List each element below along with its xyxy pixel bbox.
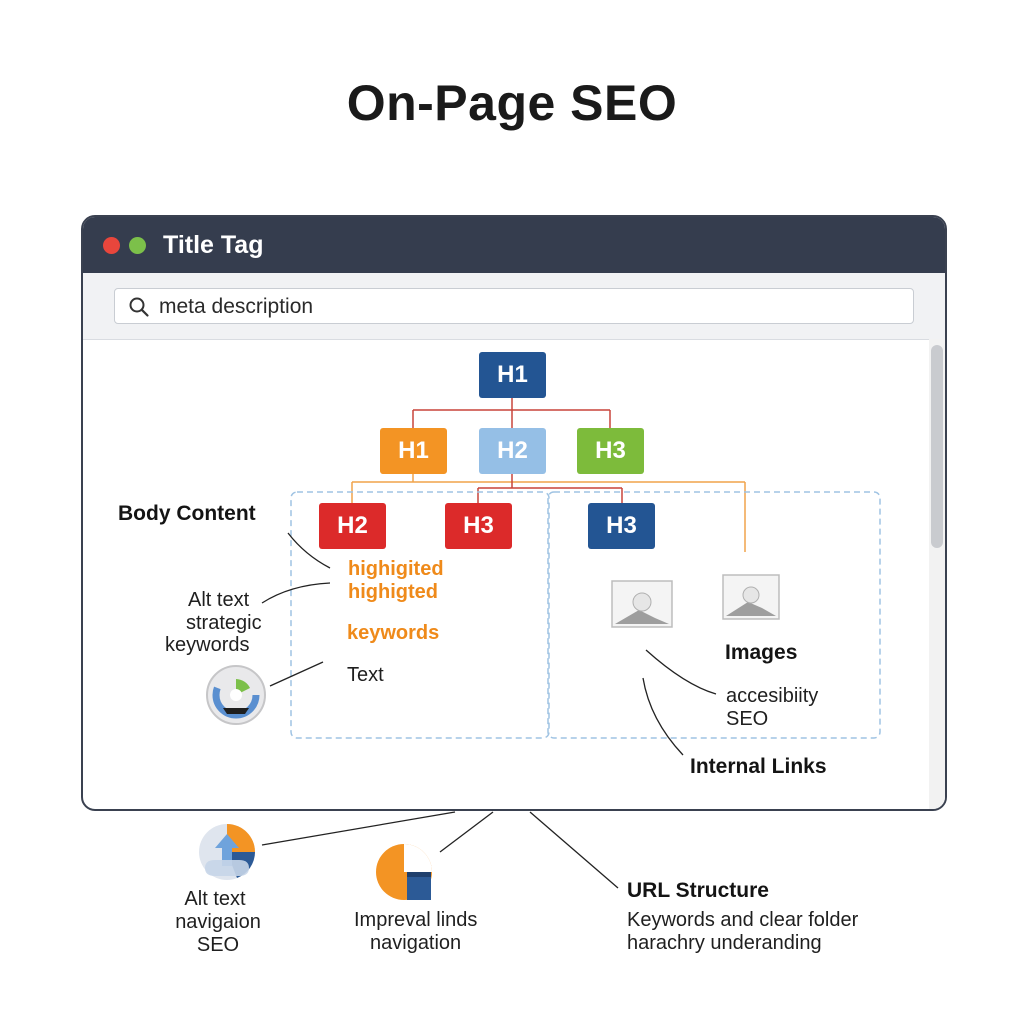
alt-text-label: Alt text — [188, 589, 250, 611]
url-description-line1: Keywords and clear folder — [627, 909, 859, 931]
body-content-box — [290, 491, 550, 739]
heading-level2-h3: H3 — [577, 428, 644, 474]
scrollbar-thumb[interactable] — [931, 345, 943, 548]
strategic-label: strategic — [186, 612, 262, 634]
accessibility-label: accesibiity — [726, 685, 819, 707]
heading-level3-h3-red: H3 — [445, 503, 512, 549]
bottom-item2-line1: Impreval linds — [354, 909, 478, 931]
bottom-item1-line2: navigaion — [175, 911, 261, 933]
pie-chart-icon — [374, 842, 434, 902]
heading-level2-h1: H1 — [380, 428, 447, 474]
toolbar: meta description — [83, 273, 945, 340]
heading-level3-h2: H2 — [319, 503, 386, 549]
keywords-label: keywords — [165, 634, 250, 656]
internal-links-label: Internal Links — [690, 755, 827, 778]
seo-label: SEO — [726, 708, 769, 730]
images-label: Images — [725, 641, 798, 664]
search-icon — [129, 297, 149, 317]
url-structure-label: URL Structure — [627, 879, 769, 902]
body-content-label: Body Content — [118, 502, 256, 525]
heading-h1-top: H1 — [479, 352, 546, 398]
heading-level3-h3-blue: H3 — [588, 503, 655, 549]
keywords-text: keywords — [347, 622, 440, 644]
analytics-icon — [205, 664, 267, 726]
bottom-item1-line1: Alt text — [184, 888, 246, 910]
text-label: Text — [347, 664, 384, 686]
highlighted-text-1: highigited — [348, 558, 444, 580]
bottom-item2-line2: navigation — [370, 932, 462, 954]
highlighted-text-2: highigted — [348, 581, 438, 603]
image-placeholder-icon — [611, 580, 673, 628]
images-box — [547, 491, 881, 739]
window-title: Title Tag — [163, 231, 264, 259]
navigation-icon — [197, 822, 257, 882]
url-description-line2: harachry underanding — [627, 932, 822, 954]
search-value: meta description — [159, 295, 314, 318]
search-input[interactable]: meta description — [114, 288, 914, 324]
title-bar: Title Tag — [83, 217, 945, 273]
bottom-item1-line3: SEO — [196, 934, 240, 956]
image-placeholder-icon — [722, 574, 780, 620]
page-title: On-Page SEO — [346, 75, 678, 131]
close-window-button[interactable] — [103, 237, 120, 254]
maximize-window-button[interactable] — [129, 237, 146, 254]
heading-level2-h2: H2 — [479, 428, 546, 474]
